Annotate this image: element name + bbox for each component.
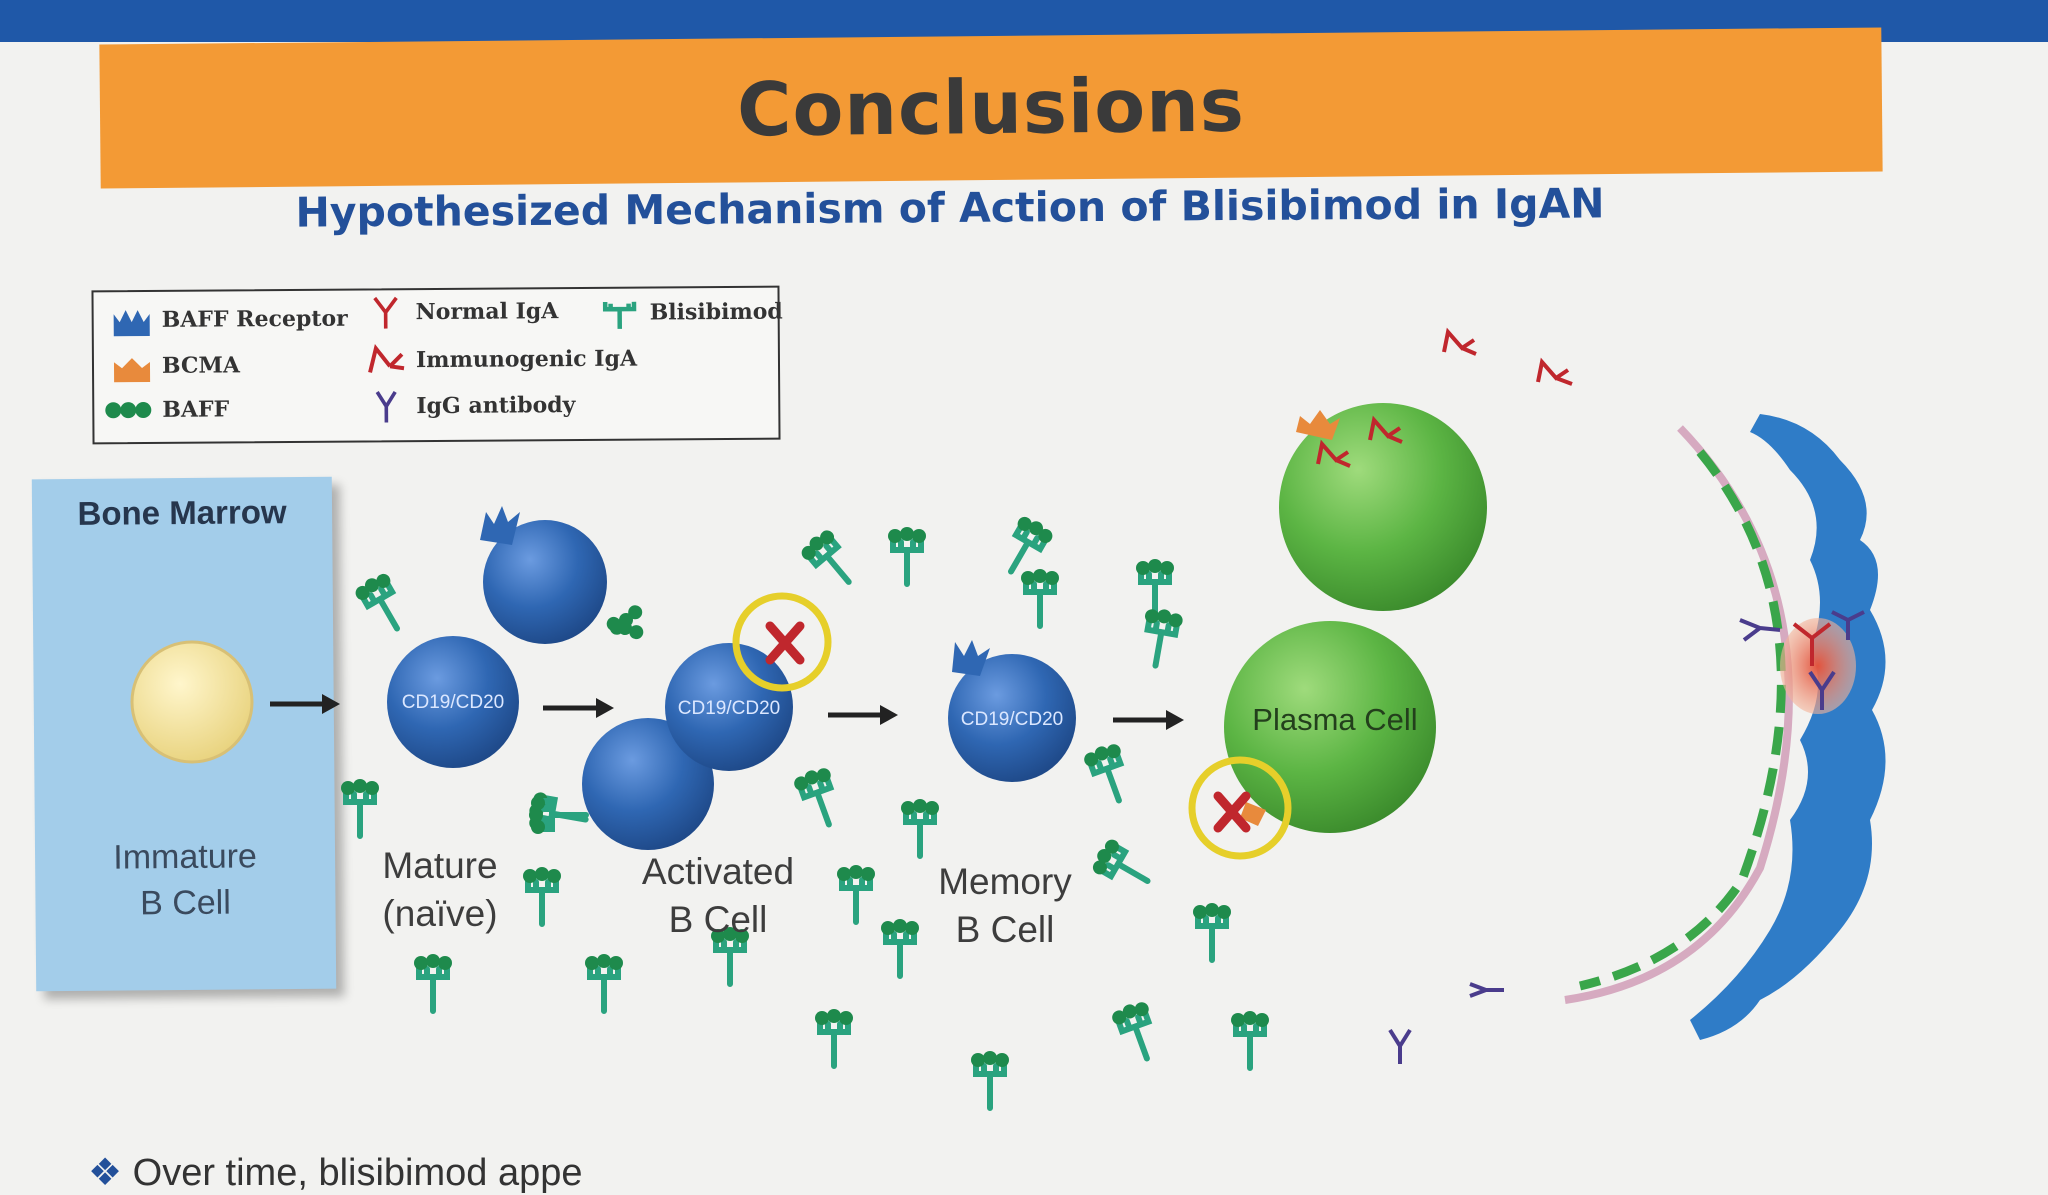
plasma-cell-label: Plasma Cell (1252, 702, 1417, 737)
memory-cell-marker: CD19/CD20 (961, 709, 1063, 730)
legend-item-blisibimod: Blisibimod (600, 294, 783, 331)
conclusion-bullet: ❖ Over time, blisibimod appe (88, 1150, 583, 1195)
legend-item-baff: BAFF (104, 391, 229, 428)
legend-item-bcma: BCMA (112, 347, 240, 384)
igg-antibody-icon (375, 390, 397, 423)
legend-item-igg: IgG antibody (366, 387, 575, 424)
baff-group (604, 602, 646, 642)
baff-receptor-icon (480, 506, 520, 545)
baff-receptor-icon (113, 310, 150, 337)
diamond-bullet-icon: ❖ (88, 1152, 123, 1194)
blocked-binding-ring (1188, 756, 1292, 860)
immunogenic-iga-icon (368, 343, 405, 373)
blocked-x-icon (1213, 791, 1251, 833)
stage-label-activated: Activated B Cell (641, 851, 795, 940)
mature-b-cell-back (483, 520, 607, 644)
blisibimod-icon (602, 301, 637, 329)
mature-b-cell (387, 636, 519, 768)
bcma-icon (113, 358, 151, 383)
bullet-text: Over time, blisibimod appe (132, 1152, 583, 1194)
legend: BAFF Receptor BCMA BAFF Normal IgA Immun… (91, 285, 783, 445)
memory-b-cell (948, 654, 1076, 782)
blocked-x-icon (765, 621, 805, 665)
legend-item-immunogenic-iga: Immunogenic IgA (366, 341, 637, 379)
activated-b-cell (665, 643, 793, 771)
bcma-icon (1296, 410, 1340, 440)
activated-cell-marker: CD19/CD20 (678, 698, 780, 719)
activated-b-cell-back (582, 718, 714, 850)
stage-label-memory: Memory B Cell (938, 861, 1072, 950)
baff-icon (105, 402, 152, 419)
mature-cell-marker: CD19/CD20 (402, 692, 504, 713)
stage-label-mature: Mature (naïve) (382, 845, 498, 934)
blocked-binding-ring (732, 592, 832, 692)
arrows (270, 694, 1184, 730)
baff-receptor-icon (952, 640, 990, 676)
igg-antibody-group (1388, 982, 1504, 1064)
immature-b-cell (130, 640, 254, 764)
immunogenic-iga-group (1316, 327, 1573, 468)
glomerulus-structure (1564, 414, 1886, 1040)
bcma-icon (1240, 802, 1266, 826)
normal-iga-icon (373, 296, 398, 329)
legend-item-baff-receptor: BAFF Receptor (112, 301, 348, 339)
legend-item-normal-iga: Normal IgA (366, 293, 559, 330)
